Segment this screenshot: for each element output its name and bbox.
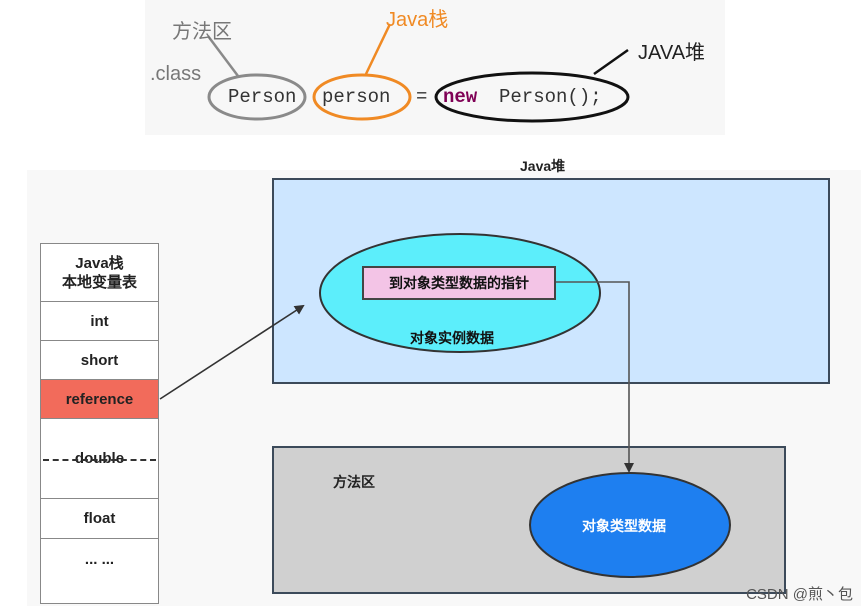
instance-data-label: 对象实例数据 [410, 330, 494, 346]
code-keyword-new: new [443, 86, 478, 108]
code-equals: = [416, 86, 428, 108]
variable-ellipse [312, 73, 412, 121]
new-object-ellipse [434, 71, 630, 123]
stack-cell-short: short [41, 341, 158, 380]
java-stack-leader-line [364, 23, 392, 75]
java-heap-leader-line [593, 48, 629, 76]
pointer-label: 到对象类型数据的指针 [389, 275, 529, 291]
type-data-label: 对象类型数据 [582, 518, 666, 534]
stack-cell-more: ... ... [84, 551, 115, 568]
class-ellipse [207, 73, 307, 121]
java-stack-top-label: Java栈 [386, 9, 449, 31]
method-area-title: 方法区 [333, 474, 375, 490]
code-annotation-graphics [207, 23, 630, 123]
reference-arrow [159, 304, 305, 400]
code-variable-name: person [322, 86, 391, 108]
class-label: .class [150, 63, 202, 85]
local-variable-table: Java栈 本地变量表 int short reference double f… [40, 243, 159, 604]
stack-cell-reference: reference [41, 380, 158, 419]
stack-header: Java栈 本地变量表 [41, 244, 158, 302]
stack-cell-double-label: double [74, 450, 125, 467]
code-class-name: Person [228, 86, 297, 108]
method-area-top-label: 方法区 [172, 21, 232, 43]
code-expression-band [145, 0, 725, 135]
method-area-leader-line [207, 35, 239, 77]
code-constructor-call: Person(); [499, 86, 602, 108]
java-heap-top-label: JAVA堆 [638, 42, 706, 64]
type-data-ellipse [529, 472, 731, 578]
stack-cell-int: int [41, 302, 158, 341]
watermark: CSDN @煎丶包 [746, 586, 853, 603]
double-dashed-divider [43, 459, 156, 461]
pointer-arrow [556, 281, 634, 473]
stack-cell-double: double [41, 419, 158, 499]
java-heap-title: Java堆 [520, 158, 566, 174]
stack-cell-float: float [41, 499, 158, 539]
pointer-to-type-data-box: 到对象类型数据的指针 [362, 266, 556, 300]
